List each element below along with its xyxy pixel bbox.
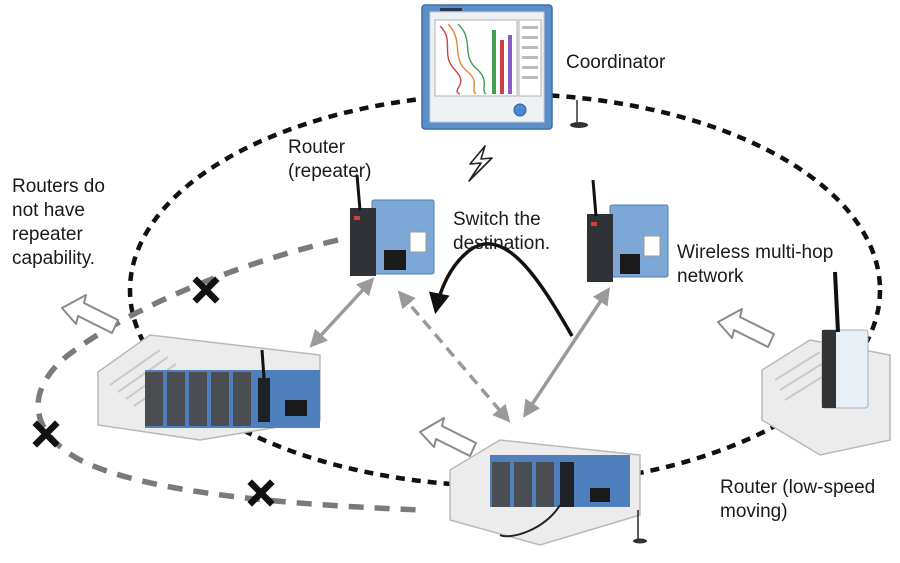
- lightning-icon: [468, 145, 493, 182]
- x-mark-icon: [192, 276, 220, 304]
- router-bottom: [449, 439, 647, 546]
- link-router-left-to-rack: [309, 277, 375, 348]
- router-low-speed: [761, 271, 891, 456]
- motion-arrow-icon: [419, 417, 477, 457]
- x-mark-icon: [32, 420, 60, 448]
- router-repeater-label-line: (repeater): [288, 161, 372, 182]
- router-low-speed-label: Router (low-speed moving): [720, 476, 875, 524]
- no-repeater-label: Routers do not have repeater capability.: [12, 175, 105, 271]
- switch-destination-arrow: [429, 242, 574, 337]
- multi-hop-label-line: Wireless multi-hop: [677, 242, 834, 263]
- router-repeater-label: Router (repeater): [288, 136, 371, 184]
- router-repeater-device: [350, 174, 435, 276]
- router-device: [587, 179, 669, 282]
- link-switched-dashed: [397, 290, 511, 423]
- motion-arrow-icon: [61, 294, 119, 334]
- no-repeater-label-line: Routers do: [12, 176, 105, 197]
- antenna-icon: [570, 100, 588, 128]
- multi-hop-label: Wireless multi-hop network: [677, 241, 833, 289]
- x-mark-icon: [247, 479, 275, 507]
- no-repeater-label-line: not have: [12, 200, 85, 221]
- motion-arrow-icon: [717, 308, 775, 348]
- link-router-right-to-bottom: [523, 287, 610, 418]
- no-repeater-label-line: capability.: [12, 248, 96, 269]
- switch-destination-label: Switch the destination.: [453, 208, 550, 256]
- switch-destination-label-line: Switch the: [453, 209, 541, 230]
- router-low-speed-label-line: Router (low-speed: [720, 477, 876, 498]
- router-repeater-label-line: Router: [288, 137, 346, 158]
- switch-destination-label-line: destination.: [453, 233, 551, 254]
- multi-hop-label-line: network: [677, 266, 744, 287]
- router-low-speed-label-line: moving): [720, 501, 788, 522]
- no-repeater-label-line: repeater: [12, 224, 83, 245]
- coordinator-device: [421, 4, 553, 130]
- coordinator-label: Coordinator: [566, 52, 666, 73]
- router-no-repeater-left: [97, 334, 321, 441]
